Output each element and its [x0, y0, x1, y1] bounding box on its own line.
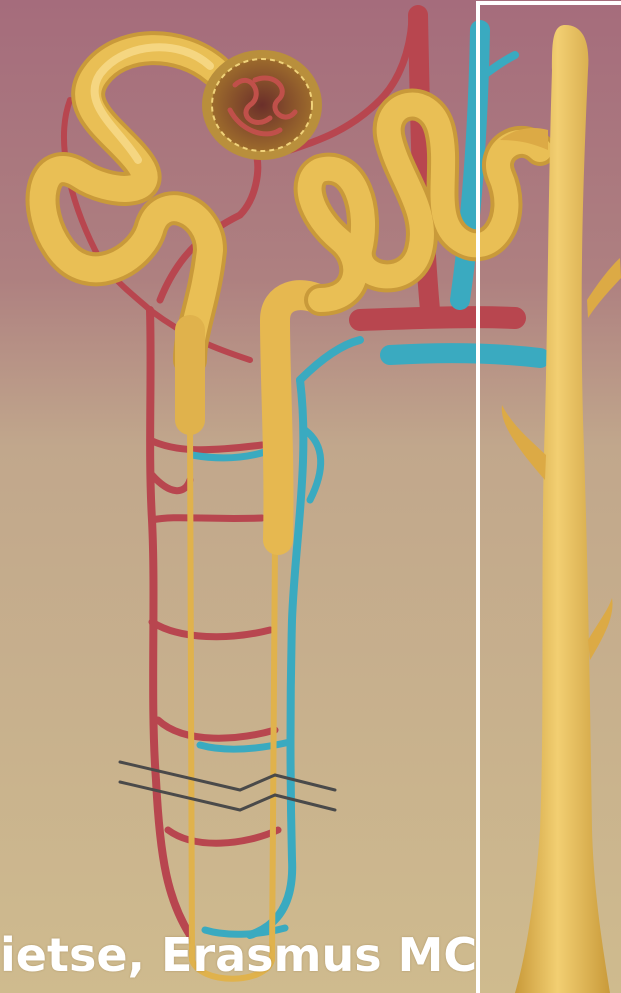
image-credit: ietse, Erasmus MC	[0, 925, 480, 985]
descending-limb-thin	[190, 420, 192, 960]
capillary-rung-2	[152, 518, 262, 520]
artery-branch	[360, 317, 515, 320]
glomerulus	[202, 50, 322, 160]
ascending-limb-thin	[272, 540, 275, 960]
vein-branch	[390, 353, 540, 358]
